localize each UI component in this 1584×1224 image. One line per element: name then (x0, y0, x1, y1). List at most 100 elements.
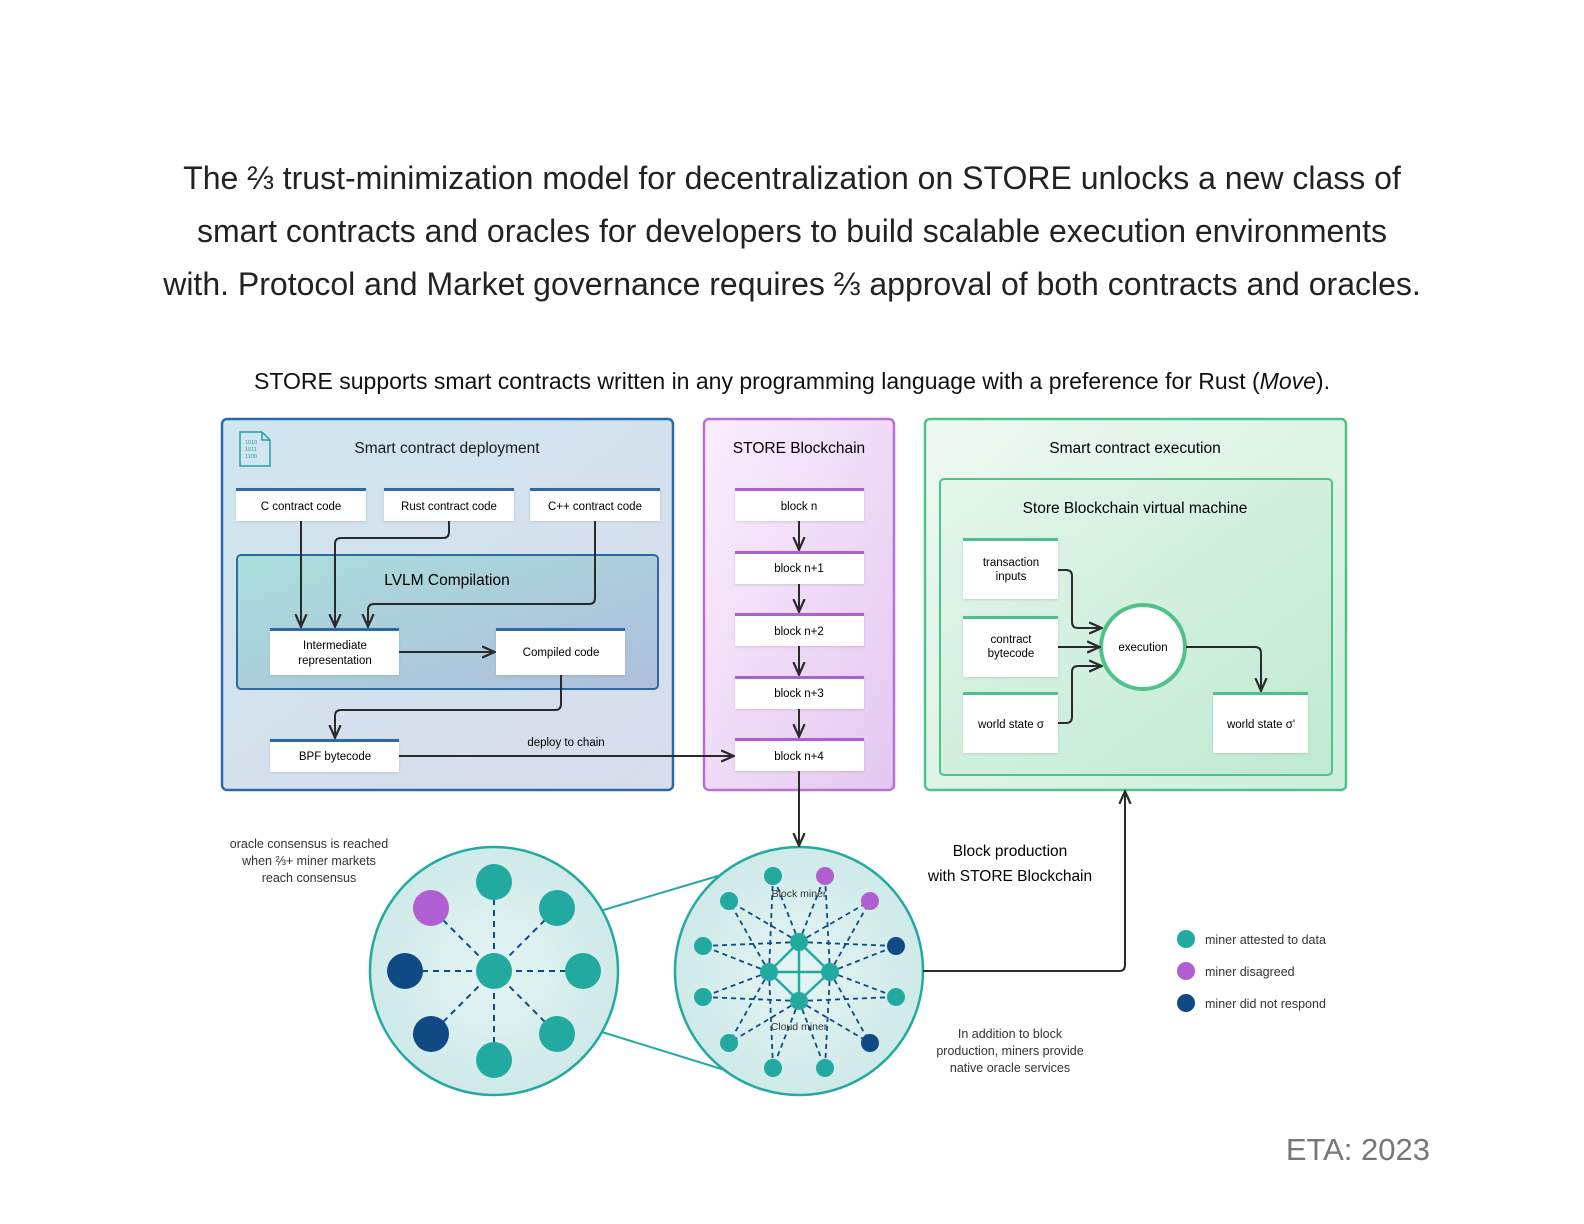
production-line2: with STORE Blockchain (927, 868, 1092, 885)
intro-paragraph: The ⅔ trust-minimization model for decen… (40, 152, 1544, 311)
world-state-label: world state σ (977, 719, 1044, 731)
lvlm-title: LVLM Compilation (384, 572, 510, 589)
legend-swatch-no-response (1177, 994, 1195, 1012)
miner-node-attested (694, 937, 712, 955)
execution-panel: Smart contract execution Store Blockchai… (923, 417, 1348, 792)
legend-item-disagreed: miner disagreed (1177, 962, 1295, 980)
subtitle-before: STORE supports smart contracts written i… (254, 368, 1260, 394)
world-state-output-box: world state σ' (1213, 692, 1308, 753)
note-line1: In addition to block (958, 1027, 1063, 1041)
execution-arrows (1058, 569, 1261, 724)
file-icon-digits-3: 1100 (245, 454, 257, 460)
legend: miner attested to data miner disagreed m… (1177, 930, 1326, 1012)
oracle-consensus-note: oracle consensus is reached when ⅔+ mine… (230, 837, 388, 885)
execution-title: Smart contract execution (1049, 440, 1220, 457)
miner-node-no-response (861, 1034, 879, 1052)
binary-file-icon: 1010 1011 1100 (239, 431, 271, 467)
cloud-miner-label: Cloud miner (771, 1021, 828, 1033)
intro-line-3: with. Protocol and Market governance req… (163, 266, 1421, 302)
market-node-no-response (413, 1016, 449, 1052)
tx-label-line1: transaction (983, 557, 1039, 569)
market-node-attested (476, 864, 512, 900)
miner-node-disagreed (861, 892, 879, 910)
source-label-cpp: C++ contract code (548, 501, 642, 513)
legend-item-no-response: miner did not respond (1177, 994, 1326, 1012)
miner-node-attested (694, 988, 712, 1006)
consensus-line3: reach consensus (262, 871, 357, 885)
virtual-machine-panel: Store Blockchain virtual machine transac… (939, 478, 1333, 776)
market-node-center (476, 953, 512, 989)
file-icon-digits-1: 1010 (245, 440, 257, 446)
miner-core-node (821, 963, 839, 981)
diagram-subtitle: STORE supports smart contracts written i… (40, 368, 1544, 395)
contract-bytecode-box: contract bytecode (963, 616, 1058, 677)
block-miner-label: Block miner (772, 888, 827, 900)
oracle-services-note: In addition to block production, miners … (936, 1027, 1083, 1075)
miner-node-attested (816, 1059, 834, 1077)
block-n-plus-3: block n+3 (735, 676, 864, 709)
block-label-2: block n+2 (774, 626, 824, 638)
deployment-arrows (301, 521, 596, 737)
block-label-3: block n+3 (774, 688, 824, 700)
consensus-line2: when ⅔+ miner markets (241, 854, 376, 868)
tx-label-line2: inputs (996, 571, 1027, 583)
world-state-out-label: world state σ' (1226, 719, 1295, 731)
note-line3: native oracle services (950, 1061, 1070, 1075)
legend-item-attested: miner attested to data (1177, 930, 1326, 948)
transaction-inputs-box: transaction inputs (963, 538, 1058, 599)
deploy-to-chain-connector: deploy to chain (399, 737, 733, 756)
production-line1: Block production (953, 843, 1068, 860)
execution-label: execution (1118, 642, 1167, 654)
source-box-rust: Rust contract code (384, 488, 514, 521)
block-production-label: Block production with STORE Blockchain (927, 843, 1092, 885)
compiled-code-box: Compiled code (496, 628, 625, 675)
legend-swatch-attested (1177, 930, 1195, 948)
eta-label: ETA: 2023 (1285, 1132, 1430, 1167)
block-label-1: block n+1 (774, 563, 824, 575)
blockchain-panel: STORE Blockchain block n block n+1 block… (702, 417, 896, 792)
bpf-label: BPF bytecode (299, 751, 371, 763)
market-node-attested (539, 890, 575, 926)
miner-node-disagreed (816, 867, 834, 885)
source-label-rust: Rust contract code (401, 501, 497, 513)
miner-node-attested (720, 892, 738, 910)
market-node-no-response (387, 953, 423, 989)
market-node-attested (476, 1042, 512, 1078)
market-node-attested (539, 1016, 575, 1052)
bytecode-label-line1: contract (991, 634, 1033, 646)
block-label-4: block n+4 (774, 751, 824, 763)
blockchain-title: STORE Blockchain (733, 440, 865, 457)
lvlm-compilation-panel: LVLM Compilation Intermediate representa… (236, 554, 659, 690)
source-box-c: C contract code (236, 488, 366, 521)
execution-node: execution (1099, 603, 1187, 691)
compiled-code-label: Compiled code (523, 647, 600, 659)
market-node-attested (565, 953, 601, 989)
deployment-title: Smart contract deployment (354, 440, 540, 457)
block-n-plus-2: block n+2 (735, 613, 864, 646)
source-label-c: C contract code (261, 501, 342, 513)
legend-label-attested: miner attested to data (1205, 933, 1326, 947)
legend-label-no-response: miner did not respond (1205, 997, 1326, 1011)
miner-node-attested (720, 1034, 738, 1052)
miner-edges (702, 875, 897, 1069)
legend-swatch-disagreed (1177, 962, 1195, 980)
subtitle-italic: Move (1259, 368, 1316, 394)
file-icon-digits-2: 1011 (245, 447, 257, 453)
ir-label-line2: representation (298, 655, 372, 667)
vm-title: Store Blockchain virtual machine (1023, 500, 1248, 517)
miner-core-node (790, 933, 808, 951)
note-line2: production, miners provide (936, 1044, 1083, 1058)
oracle-market-network (368, 845, 620, 1097)
miner-node-attested (887, 988, 905, 1006)
block-label-0: block n (781, 501, 817, 513)
miner-node-no-response (887, 937, 905, 955)
block-n-plus-1: block n+1 (735, 551, 864, 584)
miner-node-attested (764, 867, 782, 885)
subtitle-after: ). (1315, 368, 1330, 394)
miner-node-attested (764, 1059, 782, 1077)
deploy-label: deploy to chain (527, 737, 604, 749)
bytecode-label-line2: bytecode (988, 648, 1035, 660)
intermediate-representation-box: Intermediate representation (270, 628, 399, 675)
miner-network: Block miner Cloud miner (673, 845, 925, 1097)
